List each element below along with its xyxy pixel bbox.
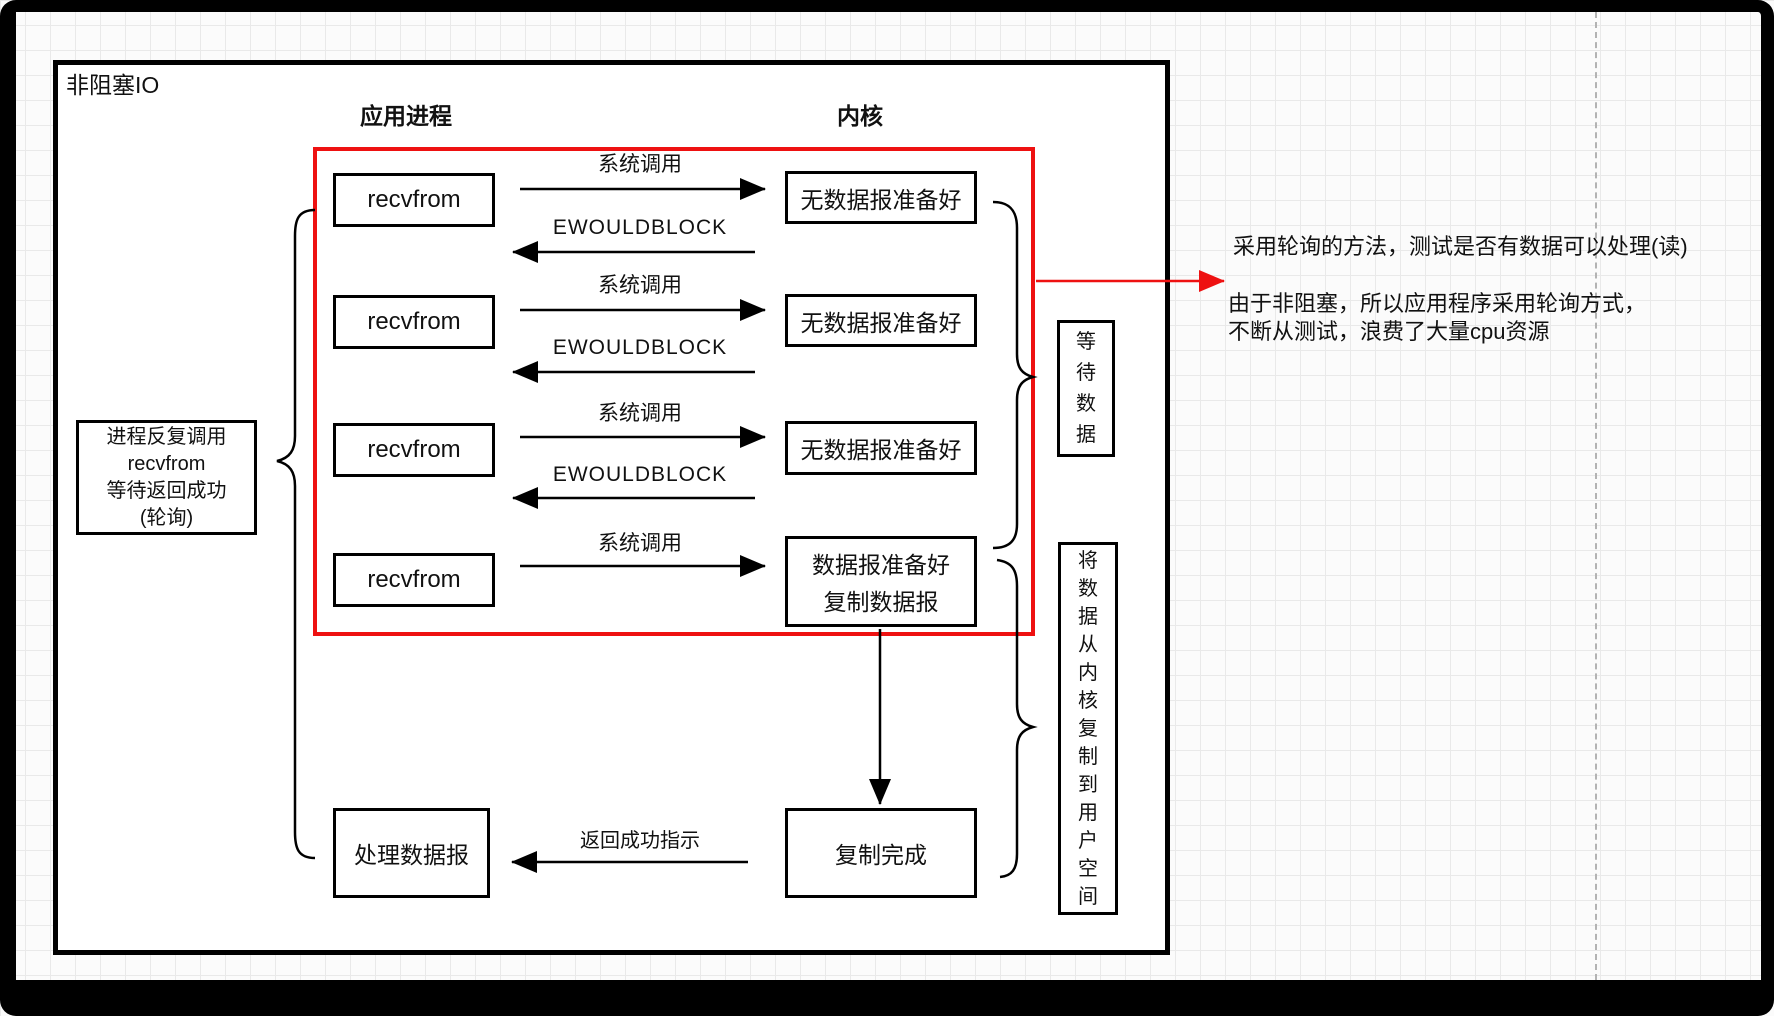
page-break-dashed-line [1595,12,1597,980]
copy-kernel-to-user-box[interactable]: 将数据从内核复制到用户空间 [1058,542,1118,915]
polling-note-line: 等待返回成功 [106,479,227,502]
recvfrom-box-4[interactable]: recvfrom [333,553,495,607]
polling-note-line: recvfrom [127,452,206,475]
ewouldblock-label-1: EWOULDBLOCK [552,216,728,239]
column-header-app-process: 应用进程 [360,103,452,129]
no-datagram-ready-label: 无数据报准备好 [800,437,962,463]
diagram-title: 非阻塞IO [66,72,160,98]
annotation-cpu-waste: 不断从测试，浪费了大量cpu资源 [1228,319,1550,344]
polling-note-line: (轮询) [139,506,194,529]
copy-complete-box[interactable]: 复制完成 [785,808,977,898]
ewouldblock-label-2: EWOULDBLOCK [552,336,728,359]
process-datagram-box[interactable]: 处理数据报 [333,808,490,898]
copy-datagram-label: 复制数据报 [823,588,939,615]
no-datagram-ready-box-3[interactable]: 无数据报准备好 [785,421,977,475]
datagram-ready-label: 数据报准备好 [812,552,950,579]
process-datagram-label: 处理数据报 [354,842,469,868]
no-datagram-ready-box-1[interactable]: 无数据报准备好 [785,171,977,224]
polling-note-box[interactable]: 进程反复调用 recvfrom 等待返回成功 (轮询) [76,420,257,535]
copy-kernel-to-user-label: 将数据从内核复制到用户空间 [1078,549,1098,908]
recvfrom-label: recvfrom [367,308,461,335]
ewouldblock-label-3: EWOULDBLOCK [552,463,728,486]
syscall-label-3: 系统调用 [598,402,682,425]
annotation-nonblocking-reason: 由于非阻塞，所以应用程序采用轮询方式， [1228,291,1647,316]
copy-complete-label: 复制完成 [835,842,927,868]
no-datagram-ready-box-2[interactable]: 无数据报准备好 [785,294,977,347]
recvfrom-label: recvfrom [367,436,461,463]
no-datagram-ready-label: 无数据报准备好 [800,186,962,213]
syscall-label-2: 系统调用 [598,274,682,297]
recvfrom-box-1[interactable]: recvfrom [333,173,495,227]
recvfrom-label: recvfrom [367,186,461,213]
wait-data-box[interactable]: 等待数据 [1057,320,1115,457]
return-success-label: 返回成功指示 [580,830,700,852]
recvfrom-label: recvfrom [367,566,461,593]
polling-note-line: 进程反复调用 [106,425,227,448]
no-datagram-ready-label: 无数据报准备好 [800,309,962,336]
recvfrom-box-3[interactable]: recvfrom [333,423,495,477]
annotation-polling-method: 采用轮询的方法，测试是否有数据可以处理(读) [1233,234,1688,259]
datagram-ready-copy-box[interactable]: 数据报准备好 复制数据报 [785,536,977,627]
wait-data-label: 等待数据 [1076,330,1096,446]
syscall-label-1: 系统调用 [598,153,682,176]
column-header-kernel: 内核 [837,103,883,129]
syscall-label-4: 系统调用 [598,532,682,555]
recvfrom-box-2[interactable]: recvfrom [333,295,495,349]
